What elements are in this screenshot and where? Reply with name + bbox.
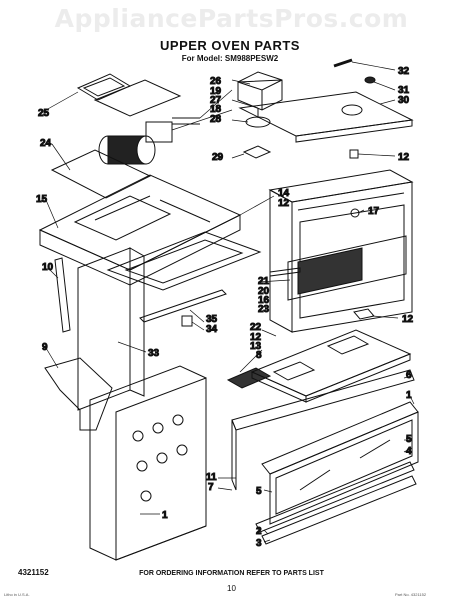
fine-print-left: Litho in U.S.A. — [4, 592, 30, 597]
callout-19: 19 — [210, 86, 222, 97]
callout-18: 18 — [210, 104, 222, 115]
part-front-frame — [268, 169, 414, 333]
part-30-top-plate — [238, 91, 414, 143]
part-29-bracket — [242, 145, 272, 159]
doc-number: 4321152 — [18, 568, 49, 577]
part-9-wedge — [44, 357, 113, 431]
callout-3: 3 — [256, 538, 262, 549]
leader-lines — [45, 61, 415, 543]
part-33-side-panel — [77, 247, 145, 411]
part-7-bar — [231, 369, 415, 491]
callout-12-b: 12 — [278, 198, 290, 209]
footer-note: FOR ORDERING INFORMATION REFER TO PARTS … — [139, 570, 324, 577]
part-31-32-screw — [333, 58, 376, 84]
part-15-top-chassis — [38, 174, 242, 286]
fine-print-right: Part No. 4321152 — [395, 592, 427, 597]
callout-32: 32 — [398, 66, 410, 77]
callout-12-d: 12 — [250, 332, 262, 343]
part-bottom-tray — [250, 329, 412, 403]
callout-11: 11 — [206, 472, 217, 483]
diagram-title: UPPER OVEN PARTS — [160, 38, 300, 53]
part-12-clip-upper — [349, 149, 359, 159]
callout-35: 35 — [206, 314, 218, 325]
callout-8: 8 — [256, 350, 262, 361]
callout-24: 24 — [40, 138, 52, 149]
callout-33: 33 — [148, 348, 160, 359]
part-bottom-trim — [255, 461, 417, 545]
callout-1-a: 1 — [406, 390, 412, 401]
part-back-panel — [89, 365, 207, 561]
part-26-duct — [237, 71, 283, 111]
callout-29: 29 — [212, 152, 224, 163]
part-8-vent — [226, 367, 272, 389]
callout-1-b: 1 — [162, 510, 168, 521]
callout-5: 5 — [406, 434, 412, 445]
callout-17: 17 — [368, 206, 380, 217]
part-door-glass — [261, 401, 419, 525]
part-12-clip-lower — [353, 308, 375, 320]
part-34-bracket — [181, 315, 193, 327]
callout-16: 16 — [258, 295, 270, 306]
callout-21: 21 — [258, 276, 270, 287]
part-21-rail — [269, 267, 301, 277]
callout-28: 28 — [210, 114, 222, 125]
callout-10: 10 — [42, 262, 54, 273]
callout-9: 9 — [42, 342, 48, 353]
part-24-panel — [50, 149, 152, 199]
callout-23: 23 — [258, 304, 270, 315]
callout-27: 27 — [210, 95, 222, 106]
part-14-frame — [106, 231, 262, 291]
callout-25: 25 — [38, 108, 50, 119]
callout-12-c: 12 — [402, 314, 414, 325]
part-motor-assembly — [98, 117, 200, 165]
part-plate-top-left — [93, 79, 182, 117]
callout-15: 15 — [36, 194, 48, 205]
callout-4: 4 — [406, 446, 412, 457]
callout-26: 26 — [210, 76, 222, 87]
callout-6: 6 — [406, 370, 412, 381]
callout-7: 7 — [208, 482, 214, 493]
callout-31: 31 — [398, 85, 410, 96]
callout-30: 30 — [398, 95, 410, 106]
callout-34: 34 — [206, 324, 218, 335]
page-number: 10 — [227, 584, 236, 593]
part-window-assembly — [287, 235, 407, 301]
callout-20: 20 — [258, 286, 270, 297]
callout-5-b: 5 — [256, 486, 262, 497]
watermark: AppliancePartsPros.com — [54, 4, 409, 33]
part-35-strip — [139, 289, 227, 323]
callout-22: 22 — [250, 322, 262, 333]
callout-2: 2 — [256, 526, 262, 537]
callout-13: 13 — [250, 341, 262, 352]
part-10-strip — [54, 257, 71, 333]
callout-12-a: 12 — [398, 152, 410, 163]
model-line: For Model: SM988PESW2 — [181, 54, 279, 63]
callout-14-a: 14 — [278, 188, 290, 199]
